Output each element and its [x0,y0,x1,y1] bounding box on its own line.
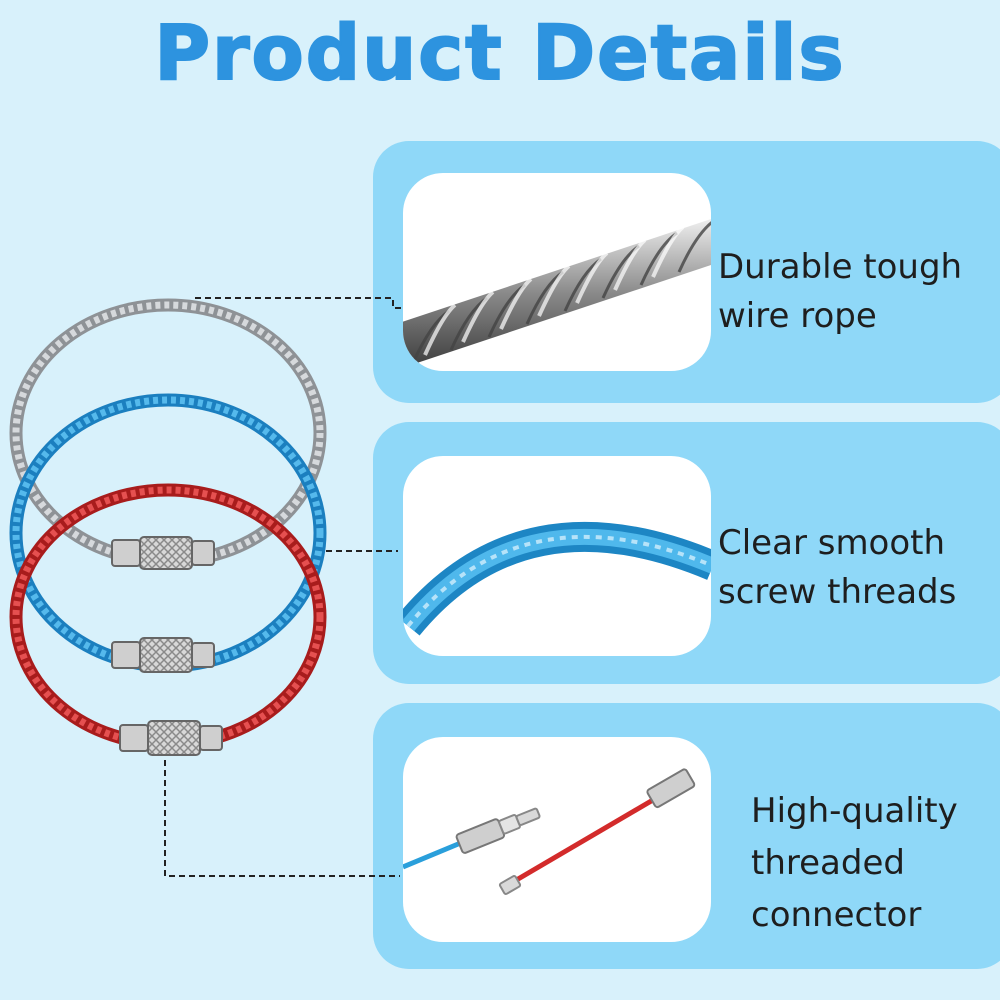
feature-caption-connector: High-quality threaded connector [751,785,1000,941]
red-ring-texture [12,486,324,748]
caption-line: High-quality [751,791,958,831]
twisted-wire-rope-icon [403,219,711,368]
feature-panel-screw-threads: Clear smooth screw threads [373,422,1000,684]
caption-line: wire rope [718,296,877,336]
silver-ring-connector-icon [111,536,215,570]
red-ring-connector-icon [119,720,223,756]
blue-ring-connector-icon [111,637,215,673]
feature-caption-wire-rope: Durable tough wire rope [718,243,1000,341]
caption-line: Durable tough [718,247,963,287]
caption-line: screw threads [718,572,957,612]
caption-line: connector [751,895,922,935]
feature-caption-screw-threads: Clear smooth screw threads [718,519,1000,617]
screw-connector-icon [403,768,696,895]
blue-ring-texture [12,396,324,670]
caption-line: threaded [751,843,905,883]
caption-line: Clear smooth [718,523,946,563]
blue-cable-closeup-image [403,456,711,656]
connector-closeup-image [403,737,711,942]
feature-panel-wire-rope: Durable tough wire rope [373,141,1000,403]
leader-lines [164,297,405,877]
page-title: Product Details [153,7,846,98]
wire-rope-closeup-image [403,173,711,371]
feature-panel-connector: High-quality threaded connector [373,703,1000,969]
blue-coated-cable-icon [403,521,711,636]
